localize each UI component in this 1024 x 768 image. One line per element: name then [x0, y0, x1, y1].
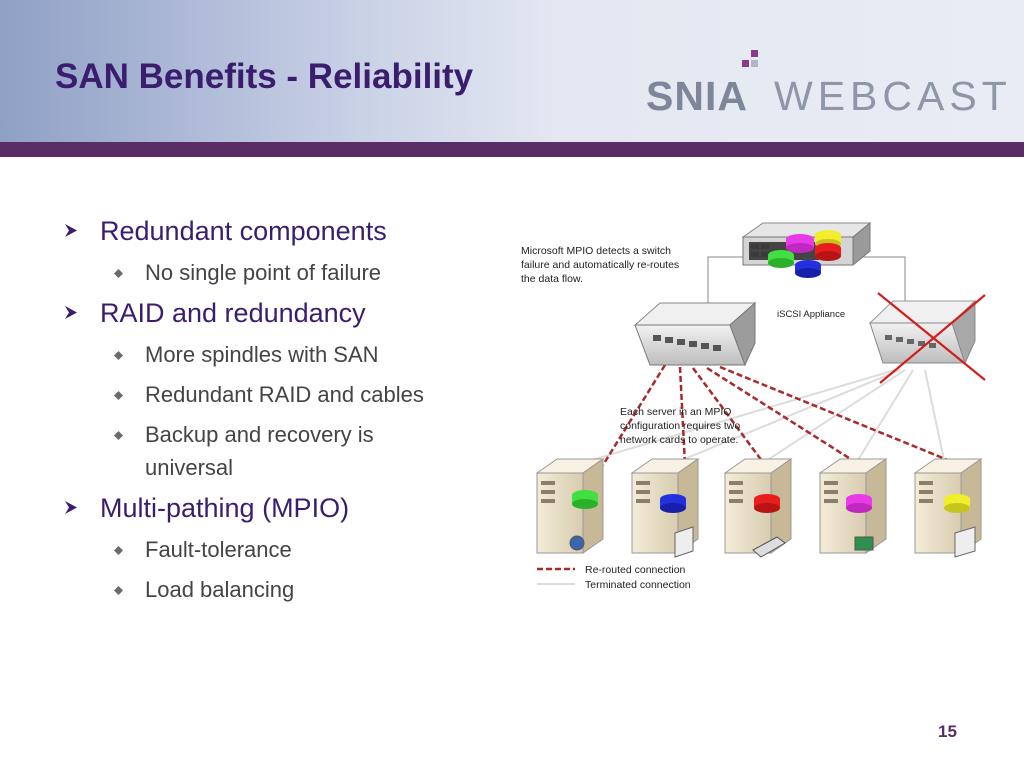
- caption-server-line-2: configuration requires two: [620, 420, 740, 432]
- caption-server-line-3: network cards to operate.: [620, 434, 738, 446]
- mpio-network-diagram: Microsoft MPIO detects a switch failure …: [521, 221, 986, 591]
- slide-title: SAN Benefits - Reliability: [55, 57, 474, 96]
- arrow-bullet-icon: [65, 306, 77, 319]
- header-background: [0, 0, 1024, 142]
- sub-bullet-no-single-point: No single point of failure: [62, 256, 492, 289]
- diamond-bullet-icon: [114, 546, 123, 555]
- server-yellow-icon: [913, 458, 983, 558]
- iscsi-appliance-icon: [741, 221, 872, 278]
- bullet-multi-pathing: Multi-pathing (MPIO): [62, 491, 492, 525]
- active-switch-icon: [633, 301, 757, 367]
- sub-bullet-load-balancing: Load balancing: [62, 573, 492, 606]
- caption-mpio-line-3: the data flow.: [521, 273, 583, 285]
- diamond-bullet-icon: [114, 431, 123, 440]
- caption-mpio-line-1: Microsoft MPIO detects a switch: [521, 245, 671, 257]
- failed-switch-icon: [868, 299, 977, 365]
- logo-webcast-text: WEBCAST: [774, 73, 1012, 119]
- logo-mark-icon: [742, 50, 760, 72]
- legend-terminated-label: Terminated connection: [585, 579, 691, 591]
- rerouted-connections: [601, 364, 961, 467]
- server-magenta-icon: [818, 458, 888, 554]
- appliance-label: iSCSI Appliance: [777, 309, 845, 320]
- header-band: [0, 142, 1024, 157]
- arrow-bullet-icon: [65, 501, 77, 514]
- sub-bullet-fault-tolerance: Fault-tolerance: [62, 533, 492, 566]
- snia-webcast-logo: SNIA WEBCAST: [646, 50, 1016, 119]
- server-blue-icon: [630, 458, 700, 558]
- diamond-bullet-icon: [114, 269, 123, 278]
- bullet-list: Redundant components No single point of …: [62, 210, 492, 613]
- diagram-legend: Re-routed connection Terminated connecti…: [537, 564, 691, 591]
- failure-x-icon: [877, 292, 986, 384]
- diamond-bullet-icon: [114, 586, 123, 595]
- caption-server-line-1: Each server in an MPIO: [620, 406, 731, 418]
- page-number: 15: [938, 722, 957, 741]
- diamond-bullet-icon: [114, 391, 123, 400]
- sub-bullet-backup-recovery: Backup and recovery is universal: [62, 418, 425, 484]
- server-red-icon: [723, 458, 793, 558]
- legend-rerouted-label: Re-routed connection: [585, 564, 686, 576]
- sub-bullet-redundant-raid: Redundant RAID and cables: [62, 378, 492, 411]
- bullet-raid-redundancy: RAID and redundancy: [62, 296, 492, 330]
- logo-snia-text: SNIA: [646, 73, 748, 119]
- caption-mpio-line-2: failure and automatically re-routes: [521, 259, 679, 271]
- bullet-redundant-components: Redundant components: [62, 214, 492, 248]
- sub-bullet-more-spindles: More spindles with SAN: [62, 338, 492, 371]
- server-green-icon: [535, 458, 605, 554]
- diamond-bullet-icon: [114, 351, 123, 360]
- arrow-bullet-icon: [65, 224, 77, 237]
